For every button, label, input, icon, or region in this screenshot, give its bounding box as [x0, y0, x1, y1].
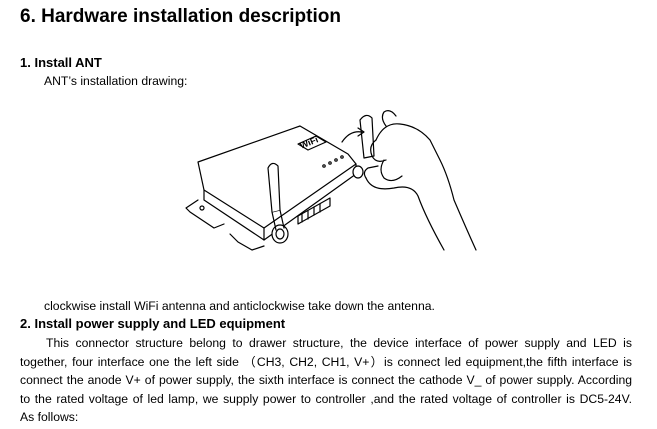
power-led-paragraph: This connector structure belong to drawe… [20, 334, 632, 427]
antenna-installation-drawing: WiFi [185, 110, 477, 251]
section-title: 6. Hardware installation description [20, 6, 341, 27]
paragraph-line: As follows: [20, 410, 79, 425]
paragraph-line: This connector structure belong to drawe… [46, 336, 632, 350]
antenna-note: clockwise install WiFi antenna and antic… [44, 299, 435, 313]
device-logo: WiFi [297, 134, 327, 151]
install-ant-heading: 1. Install ANT [20, 55, 102, 70]
paragraph-line: to the rated voltage of led lamp, we sup… [20, 391, 632, 406]
power-led-heading: 2. Install power supply and LED equipmen… [20, 316, 286, 331]
paragraph-line: connect the anode V+ of power supply, th… [20, 373, 632, 388]
drawing-caption: ANT’s installation drawing: [44, 74, 188, 88]
paragraph-line: together, four interface one the left si… [20, 354, 632, 369]
